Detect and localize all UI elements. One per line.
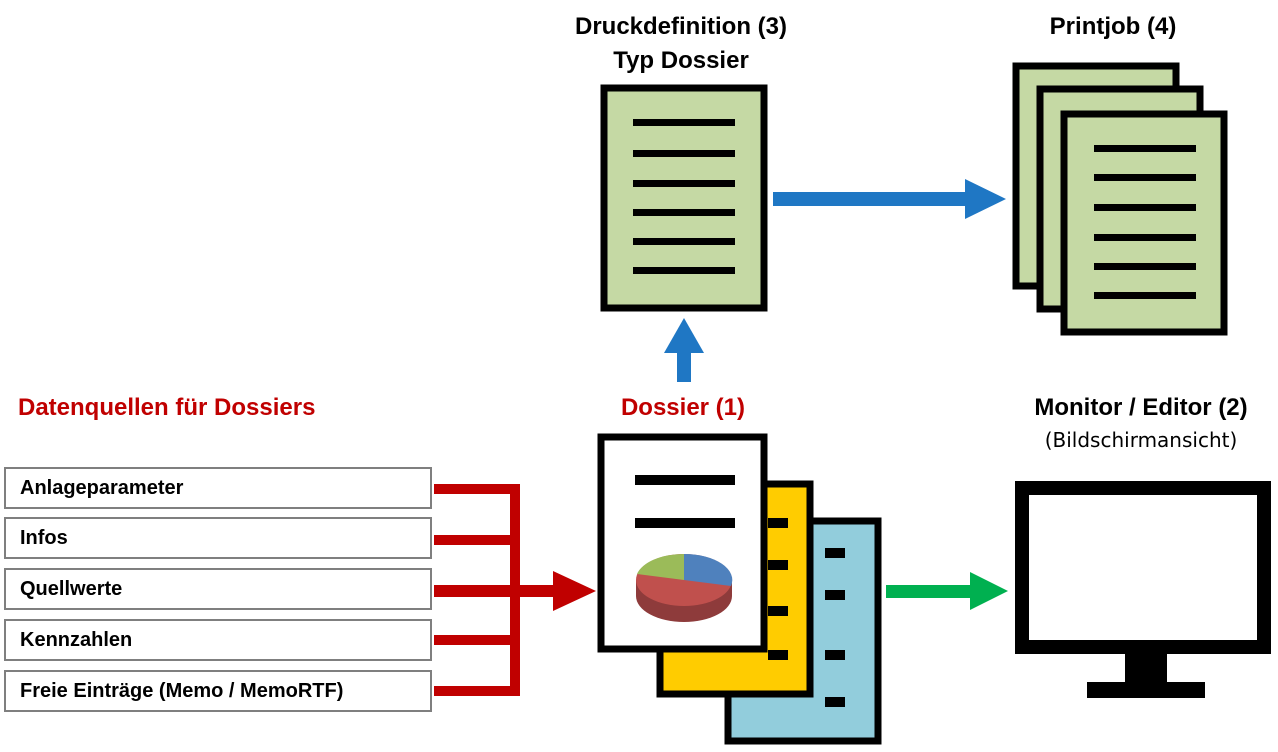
source-item: Anlageparameter — [4, 467, 432, 509]
arrow-to-printjob — [773, 179, 1006, 219]
dossier-title: Dossier (1) — [620, 394, 746, 421]
arrow-to-print-definition — [664, 318, 704, 382]
sources-title: Datenquellen für Dossiers — [18, 394, 316, 421]
dossier-pages-icon — [597, 433, 882, 745]
source-item: Freie Einträge (Memo / MemoRTF) — [4, 670, 432, 712]
print-definition-document-icon — [600, 84, 768, 312]
source-item: Quellwerte — [4, 568, 432, 610]
print-definition-subtitle: Typ Dossier — [613, 47, 749, 74]
printjob-title: Printjob (4) — [1049, 13, 1177, 40]
print-definition-title: Druckdefinition (3) — [574, 13, 787, 40]
monitor-title: Monitor / Editor (2) — [1034, 394, 1248, 421]
monitor-icon — [1015, 481, 1271, 698]
printjob-documents-icon — [1012, 62, 1228, 336]
pie-chart-icon — [636, 553, 733, 622]
monitor-subtitle: (Bildschirmansicht) — [1044, 428, 1238, 452]
arrow-to-monitor — [886, 572, 1008, 610]
arrow-sources-to-dossier — [434, 484, 596, 696]
source-item: Infos — [4, 517, 432, 559]
source-item: Kennzahlen — [4, 619, 432, 661]
